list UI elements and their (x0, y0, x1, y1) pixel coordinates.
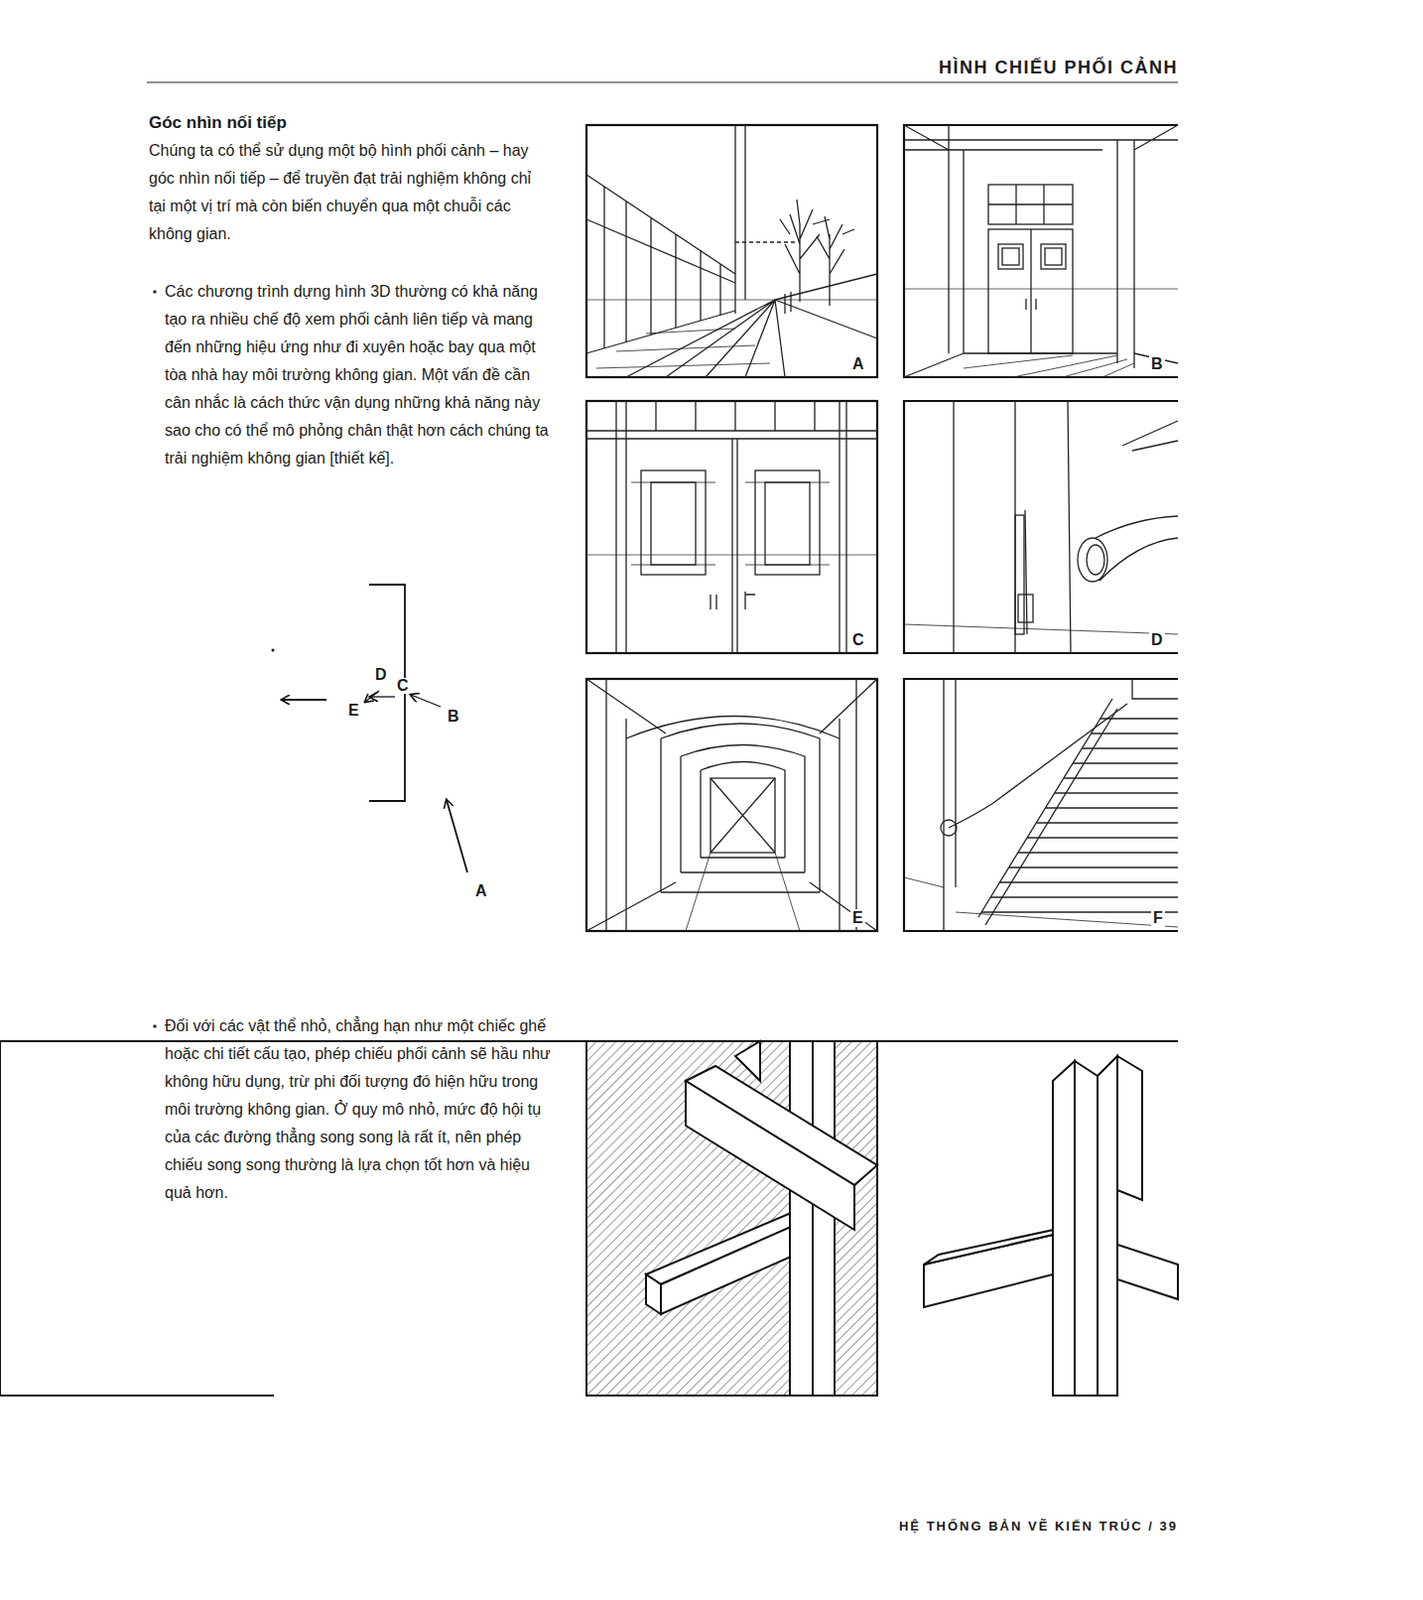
sketch-e (586, 678, 878, 931)
bullet-text: Các chương trình dựng hình 3D thường có … (164, 277, 554, 473)
sketch-b (904, 125, 1178, 378)
panel-letter: F (1151, 908, 1165, 927)
sketch-c (586, 400, 878, 653)
bullet-dot (152, 1024, 157, 1029)
sketch-d (904, 400, 1178, 653)
section-heading: Góc nhìn nối tiếp (148, 113, 287, 133)
detail-plain (0, 1040, 1178, 1396)
plan-diagram (281, 584, 468, 873)
panel-letter: B (1149, 355, 1165, 374)
viewpoint-letter: D (374, 666, 389, 683)
viewpoint-letter: C (395, 677, 410, 694)
running-header: HÌNH CHIẾU PHỐI CẢNH (938, 57, 1178, 79)
sketch-f (904, 678, 1178, 931)
sketch-a (586, 125, 878, 378)
panel-frames (586, 125, 1178, 931)
panel-letter: A (850, 355, 867, 374)
bullet-dot (152, 289, 157, 294)
intro-paragraph: Chúng ta có thể sử dụng một bộ hình phối… (148, 136, 550, 249)
page-footer: HỆ THỐNG BẢN VẼ KIẾN TRÚC / 39 (899, 1518, 1178, 1534)
bullet-text: Đối với các vật thể nhỏ, chẳng hạn như m… (164, 1012, 554, 1207)
viewpoint-letter: A (474, 883, 489, 900)
detail-hatched (586, 1040, 878, 1396)
panel-letter: C (850, 631, 867, 649)
header-rule (146, 81, 1178, 83)
viewpoint-letter: B (446, 708, 461, 725)
panel-letter: E (850, 908, 866, 927)
viewpoint-letter: E (347, 702, 361, 719)
panel-letter: D (1149, 631, 1165, 649)
